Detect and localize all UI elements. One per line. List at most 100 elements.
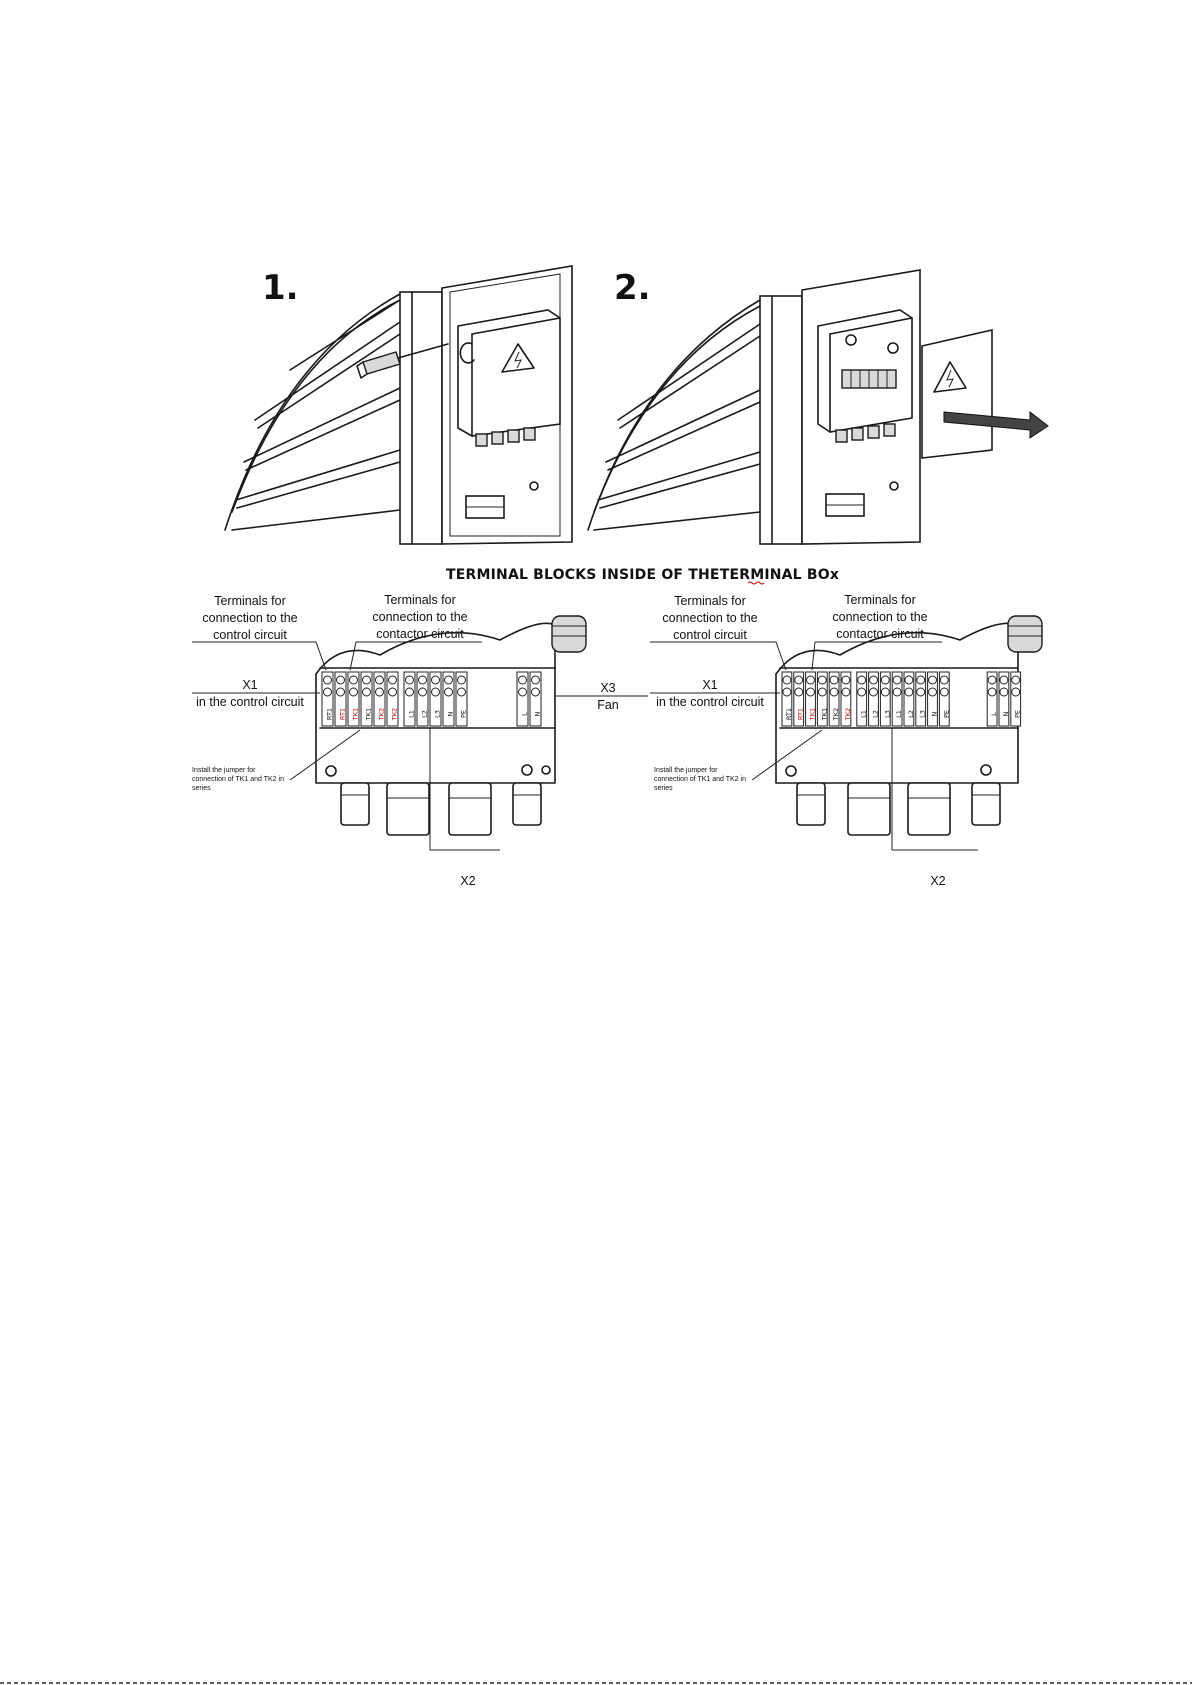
- terminal-block: L3: [879, 671, 891, 727]
- terminal-label: N: [1002, 711, 1010, 716]
- callout-control-line1: Terminals for: [214, 594, 286, 608]
- top-cable-gland: [1007, 615, 1043, 653]
- callout-contactor-line3: contactor circuit: [836, 627, 924, 641]
- terminal-block: RT1: [334, 671, 347, 727]
- pull-arrow-icon: [943, 410, 1049, 439]
- terminal-block: TK1: [805, 671, 817, 727]
- louver-slats: [593, 323, 761, 531]
- jumper-note-line1: Install the jumper for: [192, 767, 256, 774]
- terminal-block: N: [442, 671, 455, 727]
- terminal-block: TK1: [816, 671, 828, 727]
- cable-glands: [475, 427, 536, 447]
- frame-post: [759, 295, 803, 545]
- bottom-cable-glands: [785, 764, 1001, 836]
- step-2-illustration: 2.: [587, 268, 1049, 545]
- terminal-label: PE: [942, 710, 950, 718]
- terminal-block: PE: [938, 671, 950, 727]
- callout-control-line2: connection to the: [202, 611, 297, 625]
- terminal-label: L2: [872, 710, 880, 718]
- terminal-box-closed: [457, 309, 561, 437]
- terminal-block: L3: [915, 671, 927, 727]
- spellcheck-underline: [747, 581, 765, 585]
- terminal-label: L1: [860, 710, 868, 718]
- terminal-block: L3: [429, 671, 442, 727]
- terminal-block: L1: [403, 671, 416, 727]
- callout-contactor-line1: Terminals for: [384, 593, 456, 607]
- terminal-block: L2: [416, 671, 429, 727]
- terminal-block: TK2: [840, 671, 852, 727]
- bottom-cable-glands: [325, 764, 551, 836]
- terminal-block: RT1: [793, 671, 805, 727]
- jumper-note-line3: series: [654, 785, 673, 792]
- step-2-number: 2.: [614, 268, 651, 308]
- step-1-illustration: 1.: [224, 265, 573, 545]
- terminal-label: TK2: [391, 708, 399, 721]
- terminal-label: TK1: [809, 708, 817, 721]
- terminal-blocks-heading: TERMINAL BLOCKS INSIDE OF THETERMINAL BO…: [446, 567, 839, 583]
- terminal-block: TK1: [360, 671, 373, 727]
- terminal-block: L1: [891, 671, 903, 727]
- terminal-diagram-right: Terminals for connection to the control …: [650, 593, 1043, 888]
- x3-label: X3: [600, 681, 615, 695]
- top-cable-gland: [551, 615, 587, 653]
- terminal-block: RT1: [321, 671, 334, 727]
- terminal-rail: [841, 369, 897, 389]
- terminal-block: PE: [455, 671, 468, 727]
- terminal-block: TK2: [828, 671, 840, 727]
- terminal-diagram-left: Terminals for connection to the control …: [192, 593, 648, 888]
- terminal-block: PE: [1010, 671, 1022, 727]
- cable-glands: [835, 423, 896, 443]
- terminal-label: N: [931, 711, 939, 716]
- terminal-label: TK2: [832, 708, 840, 721]
- terminal-label: TK1: [365, 708, 373, 721]
- terminal-label: N: [534, 711, 542, 716]
- x2-label: X2: [930, 874, 945, 888]
- terminal-label: RT1: [797, 708, 805, 720]
- jumper-note-line2: connection of TK1 and TK2 in: [192, 776, 284, 783]
- terminal-block: TK1: [347, 671, 360, 727]
- terminal-label: PE: [1014, 710, 1022, 718]
- terminal-label: TK1: [352, 708, 360, 721]
- terminal-label: L: [990, 712, 998, 716]
- frame-post: [399, 291, 443, 545]
- callout-control-line2: connection to the: [662, 611, 757, 625]
- terminal-label: PE: [460, 710, 468, 718]
- x1-label: X1: [242, 678, 257, 692]
- terminal-label: RT1: [326, 708, 334, 720]
- callout-control-line1: Terminals for: [674, 594, 746, 608]
- callout-contactor-line3: contactor circuit: [376, 627, 464, 641]
- terminal-block: N: [927, 671, 939, 727]
- terminal-label: L: [521, 712, 529, 716]
- terminal-label: L3: [883, 710, 891, 718]
- terminal-block: L: [986, 671, 998, 727]
- terminal-label: RT1: [785, 708, 793, 720]
- terminal-label: TK2: [378, 708, 386, 721]
- terminal-block: L1: [856, 671, 868, 727]
- x1-sub-label: in the control circuit: [196, 695, 304, 709]
- high-voltage-warning-icon: [933, 361, 967, 393]
- callout-control-line3: control circuit: [673, 628, 747, 642]
- x1-sub-label: in the control circuit: [656, 695, 764, 709]
- x2-label: X2: [460, 874, 475, 888]
- terminal-block: L2: [868, 671, 880, 727]
- terminal-label: L1: [408, 710, 416, 718]
- terminal-label: L2: [421, 710, 429, 718]
- jumper-note-line2: connection of TK1 and TK2 in: [654, 776, 746, 783]
- terminal-block: RT1: [781, 671, 793, 727]
- jumper-note-line1: Install the jumper for: [654, 767, 718, 774]
- callout-contactor-line2: connection to the: [372, 610, 467, 624]
- terminal-label: L1: [895, 710, 903, 718]
- terminal-block: L2: [903, 671, 915, 727]
- callout-contactor-line1: Terminals for: [844, 593, 916, 607]
- terminal-label: N: [447, 711, 455, 716]
- terminal-label: RT1: [339, 708, 347, 720]
- callout-control-line3: control circuit: [213, 628, 287, 642]
- terminal-block: TK2: [386, 671, 399, 727]
- callout-contactor-line2: connection to the: [832, 610, 927, 624]
- terminal-block: TK2: [373, 671, 386, 727]
- removed-lid: [921, 328, 993, 459]
- screwdriver-icon: [356, 343, 449, 379]
- high-voltage-warning-icon: [501, 343, 535, 373]
